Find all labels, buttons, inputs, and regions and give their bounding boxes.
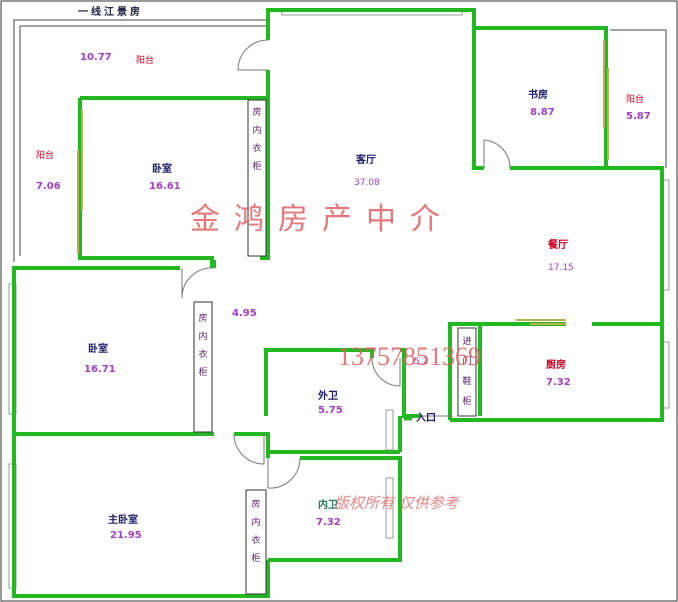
plan-title: 一线江景房 (78, 7, 143, 18)
door-swings (181, 39, 511, 489)
walls (12, 8, 664, 598)
entrance-label: 入口 (416, 413, 436, 424)
living-room-area: 37.08 (354, 178, 380, 188)
corridor-area: 4.95 (232, 308, 257, 319)
balcony-top-area: 10.77 (80, 52, 112, 63)
ensuite-bath-area: 7.32 (316, 517, 341, 528)
bedroom-left-label: 卧室 (88, 344, 108, 355)
kitchen-label: 厨房 (546, 360, 566, 371)
balcony-outline (13, 19, 667, 262)
closet-upper-label: 房内衣柜 (252, 108, 262, 172)
small-area: 5.2 (414, 357, 429, 367)
shoe-cabinet-label: 进门鞋柜 (462, 337, 472, 407)
sliding-doors (77, 40, 609, 325)
balcony-left-label: 阳台 (36, 151, 55, 161)
closet-master-label: 房内衣柜 (251, 500, 261, 564)
living-room-label: 客厅 (356, 155, 376, 166)
watermark-brand: 金鸿房产中介 (190, 202, 454, 237)
dining-room-area: 17.15 (548, 263, 574, 273)
dining-room-label: 餐厅 (548, 240, 568, 251)
closet-frames (193, 99, 477, 595)
bedroom-upper-label: 卧室 (152, 164, 172, 175)
master-bedroom-area: 21.95 (110, 530, 142, 541)
watermark-copyright: 版权所有 仅供参考 (334, 494, 459, 512)
guest-bath-area: 5.75 (318, 405, 343, 416)
bedroom-left-area: 16.71 (84, 364, 116, 375)
balcony-right-area: 5.87 (626, 111, 651, 122)
balcony-top-label: 阳台 (136, 56, 155, 66)
bedroom-upper-area: 16.61 (149, 181, 181, 192)
balcony-left-area: 7.06 (36, 181, 61, 192)
study-area: 8.87 (530, 107, 555, 118)
guest-bath-label: 外卫 (318, 391, 338, 402)
ensuite-bath-label: 内卫 (318, 500, 338, 511)
balcony-right-label: 阳台 (626, 95, 645, 105)
closet-left-label: 房内衣柜 (198, 314, 208, 378)
master-bedroom-label: 主卧室 (108, 515, 138, 526)
study-label: 书房 (528, 90, 548, 101)
watermark-phone: 13757851369 (338, 342, 481, 371)
kitchen-area: 7.32 (546, 377, 571, 388)
